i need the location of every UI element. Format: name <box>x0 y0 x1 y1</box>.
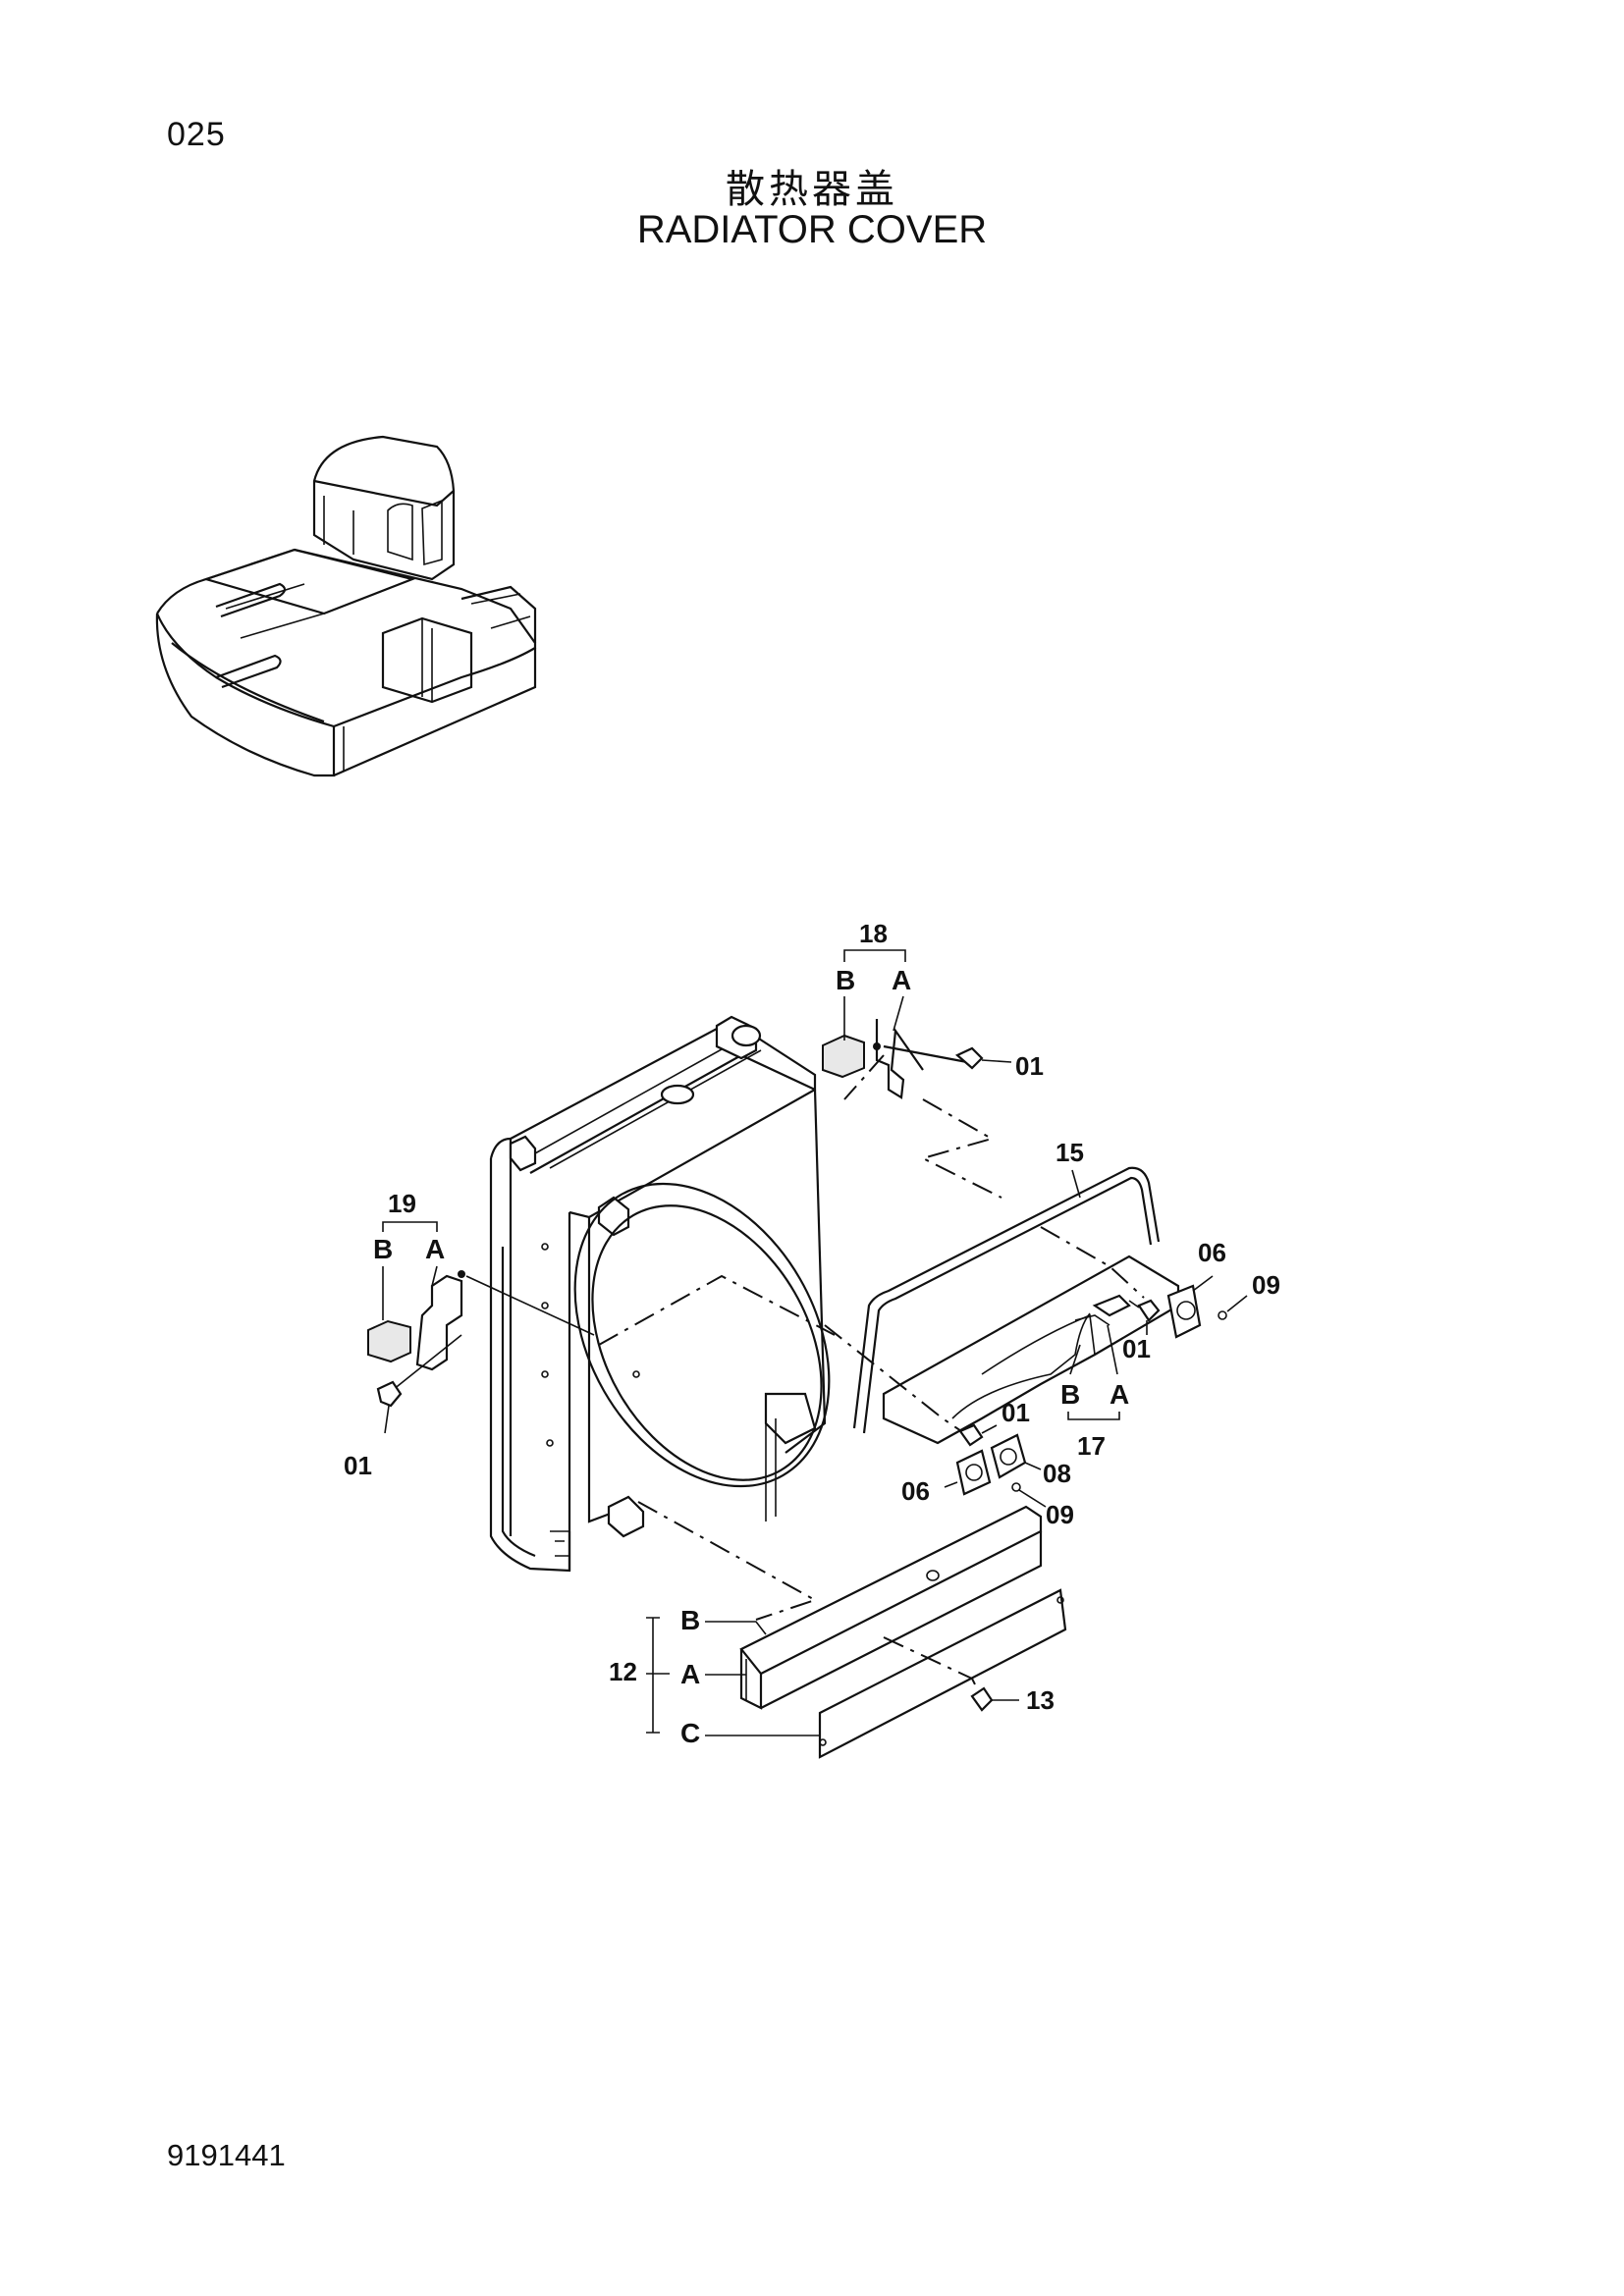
callout-17-a: A <box>1110 1379 1129 1410</box>
callout-18-b: B <box>836 965 855 995</box>
callout-01-top: 01 <box>1015 1051 1044 1081</box>
callout-09-right: 09 <box>1252 1270 1280 1300</box>
callout-06-mid: 06 <box>901 1476 930 1506</box>
callout-12-a: A <box>680 1659 700 1689</box>
radiator-assembly <box>489 1015 831 1573</box>
callout-09-mid: 09 <box>1046 1500 1074 1529</box>
callout-19-b: B <box>373 1234 393 1264</box>
mid-hardware: 01 08 06 09 <box>824 1324 1074 1529</box>
callout-19: 19 <box>388 1189 416 1218</box>
callout-01-right: 01 <box>1122 1334 1151 1363</box>
title-chinese: 散热器盖 <box>726 167 898 212</box>
callout-18: 18 <box>859 919 888 948</box>
callout-13: 13 <box>1026 1685 1055 1715</box>
callout-15: 15 <box>1056 1138 1084 1167</box>
callout-01-mid: 01 <box>1001 1398 1030 1427</box>
bracket-19: 19 B A 01 <box>344 1189 836 1480</box>
callout-19-a: A <box>425 1234 445 1264</box>
lower-cover-12: 13 12 B A C <box>609 1501 1067 1759</box>
callout-18-a: A <box>892 965 911 995</box>
excavator-thumbnail <box>155 435 537 777</box>
bracket-18: 01 18 B A <box>822 919 1044 1199</box>
callout-01-left: 01 <box>344 1451 372 1480</box>
title-english: RADIATOR COVER <box>636 208 988 251</box>
callout-12: 12 <box>609 1657 637 1686</box>
document-number: 9191441 <box>167 2138 286 2172</box>
callout-12-b: B <box>680 1605 700 1635</box>
cover-15: 15 B A 17 01 06 09 <box>852 1138 1280 1461</box>
callout-17-b: B <box>1060 1379 1080 1410</box>
callout-08: 08 <box>1043 1459 1071 1488</box>
callout-06-right: 06 <box>1198 1238 1226 1267</box>
callout-17: 17 <box>1077 1431 1106 1461</box>
callout-12-c: C <box>680 1718 700 1748</box>
page-number: 025 <box>167 116 226 153</box>
